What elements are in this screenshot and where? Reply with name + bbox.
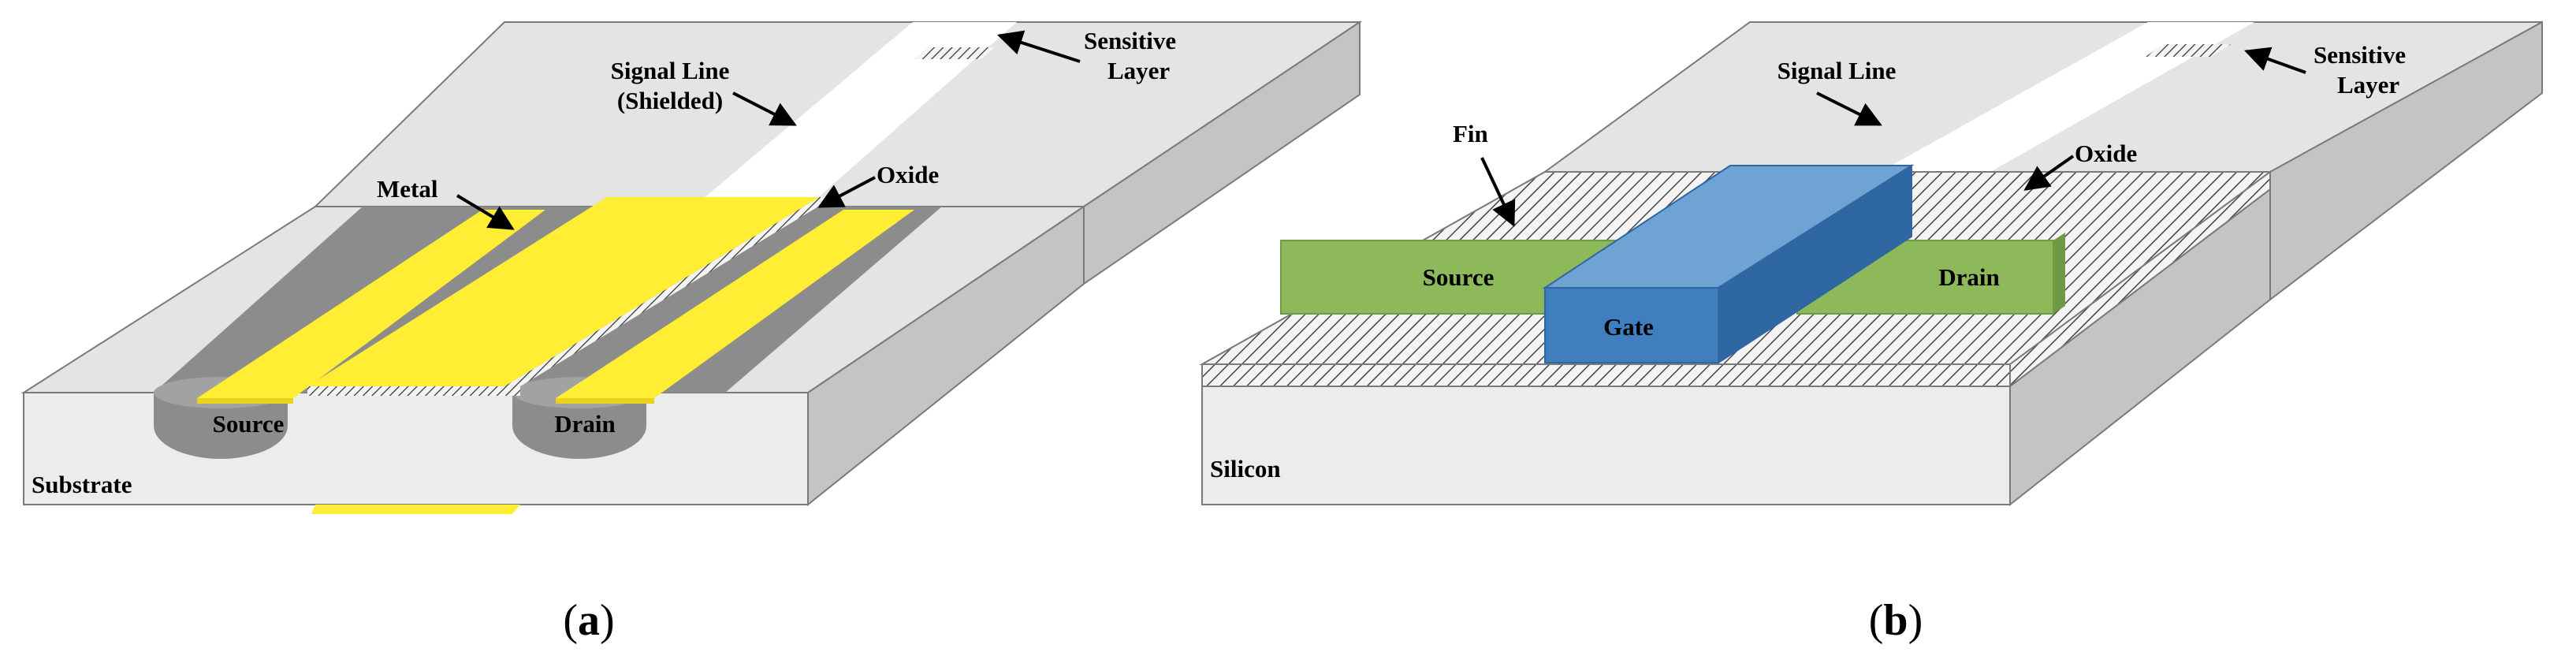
arrow-signal-line-a	[732, 91, 797, 126]
metal-strips-a	[197, 197, 914, 514]
arrow-sensitive-b	[2243, 47, 2306, 74]
label-source-b: Source	[1423, 263, 1495, 291]
label-drain-a: Drain	[554, 410, 616, 438]
label-metal-a: Metal	[377, 175, 438, 203]
label-oxide-a: Oxide	[877, 161, 939, 188]
backside-metal-a	[311, 505, 520, 514]
gate-b	[1542, 164, 1915, 364]
label-sensitive-b: Sensitive	[2314, 41, 2406, 69]
arrow-oxide-b	[2023, 155, 2075, 191]
label-source-a: Source	[213, 410, 285, 438]
label-oxide-b: Oxide	[2075, 140, 2137, 167]
back-block-b	[1542, 20, 2543, 302]
label-silicon-b: Silicon	[1210, 455, 1281, 483]
label-shielded-a: (Shielded)	[617, 87, 723, 114]
fin-b	[1280, 233, 2065, 315]
label-drain-b: Drain	[1938, 263, 2000, 291]
label-layer-a: Layer	[1107, 57, 1170, 84]
caption-b: (b)	[1869, 596, 1923, 645]
arrows-b	[1480, 47, 2306, 227]
arrows-a	[456, 30, 1081, 230]
labels-a: Signal Line (Shielded) Sensitive Layer M…	[32, 27, 1176, 498]
label-fin-b: Fin	[1453, 120, 1488, 147]
labels-b: Signal Line Sensitive Layer Fin Oxide So…	[1210, 41, 2406, 483]
label-substrate-a: Substrate	[32, 471, 132, 498]
arrow-metal-a	[456, 194, 515, 230]
caption-a: (a)	[563, 596, 614, 645]
arrow-sensitive-a	[996, 30, 1081, 63]
label-gate-b: Gate	[1603, 313, 1654, 341]
back-block-a	[313, 20, 1363, 285]
panel-b: Signal Line Sensitive Layer Fin Oxide So…	[1199, 20, 2543, 645]
arrow-oxide-a	[817, 176, 876, 208]
panel-a: Signal Line (Shielded) Sensitive Layer M…	[20, 20, 1363, 645]
label-signal-line-a: Signal Line	[611, 57, 730, 84]
label-layer-b: Layer	[2337, 71, 2399, 99]
arrow-signal-line-b	[1816, 91, 1882, 126]
label-signal-line-b: Signal Line	[1778, 57, 1897, 84]
arrow-fin-b	[1480, 157, 1516, 227]
label-sensitive-a: Sensitive	[1084, 27, 1176, 54]
